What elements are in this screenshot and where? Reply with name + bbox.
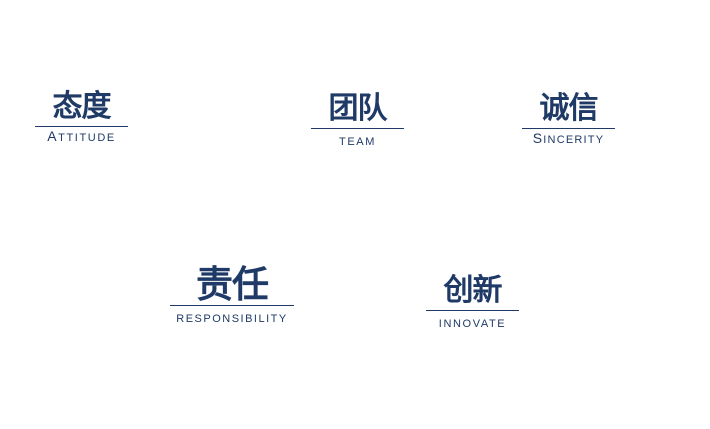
value-title-en: INNOVATE xyxy=(438,318,507,330)
value-card-responsibility: 责任 RESPONSIBILITY xyxy=(166,266,298,325)
value-title-cn: 创新 xyxy=(443,273,503,308)
value-title-en: ATTITUDE xyxy=(47,128,116,144)
value-title-cn: 诚信 xyxy=(539,91,599,126)
value-divider xyxy=(311,128,404,129)
value-divider xyxy=(35,126,128,127)
value-divider xyxy=(170,305,294,306)
value-title-en: RESPONSIBILITY xyxy=(176,313,288,325)
value-card-innovate: 创新 INNOVATE xyxy=(426,276,519,330)
value-card-sincerity: 诚信 SINCERITY xyxy=(522,94,615,146)
value-card-team: 团队 TEAM xyxy=(311,94,404,148)
value-title-en: SINCERITY xyxy=(532,130,605,146)
value-card-attitude: 态度 ATTITUDE xyxy=(35,92,128,144)
value-title-cn: 责任 xyxy=(196,263,269,306)
value-title-cn: 团队 xyxy=(328,91,388,126)
value-title-en: TEAM xyxy=(339,136,376,148)
value-divider xyxy=(426,310,519,311)
value-divider xyxy=(522,128,615,129)
value-title-cn: 态度 xyxy=(52,89,112,124)
